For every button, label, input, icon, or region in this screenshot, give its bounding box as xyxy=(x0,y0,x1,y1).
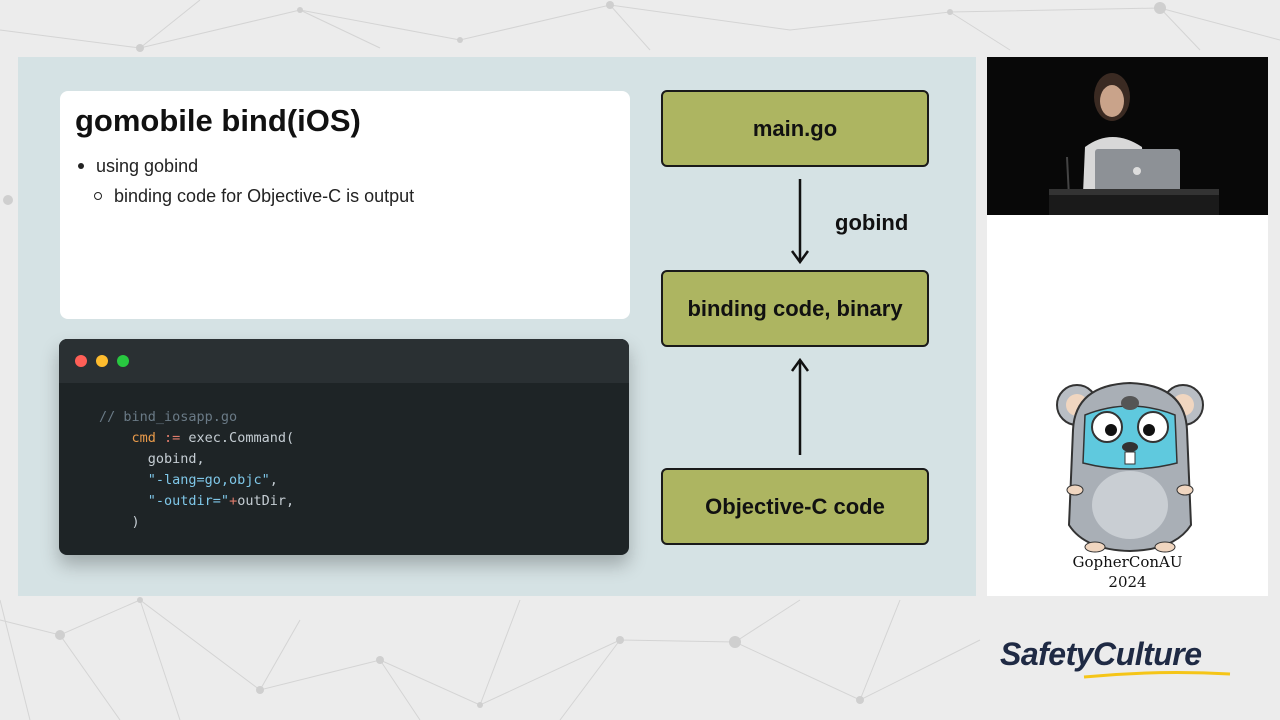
conference-panel: GopherConAU 2024 xyxy=(987,215,1268,596)
code-line: cmd := exec.Command( xyxy=(99,428,295,449)
code-token: ) xyxy=(99,514,140,530)
code-line: gobind, xyxy=(99,449,294,470)
slide-title: gomobile bind(iOS) xyxy=(75,103,361,138)
diagram-box-label: main.go xyxy=(752,115,838,141)
code-window-titlebar xyxy=(59,339,629,383)
bullet-item: using gobind xyxy=(78,151,414,181)
up-arrow-icon xyxy=(790,357,810,455)
edge-label-gobind: gobind xyxy=(835,210,909,235)
presentation-slide: gomobile bind(iOS) using gobind binding … xyxy=(18,57,976,596)
diagram-box-label: Objective-C code xyxy=(705,493,885,519)
brand-logo: SafetyCulture xyxy=(1000,636,1202,672)
gopher-mascot-icon xyxy=(1056,381,1204,553)
window-close-dot-icon xyxy=(75,355,87,367)
code-token xyxy=(99,493,148,509)
code-token: gobind, xyxy=(99,451,205,467)
bullet-list: using gobind binding code for Objective-… xyxy=(78,151,414,211)
diagram-box-binding-code: binding code, binary xyxy=(661,270,929,347)
code-token: := xyxy=(155,430,189,446)
code-line: "-lang=go,objc", xyxy=(99,470,294,491)
code-token xyxy=(99,472,148,488)
code-line: ) xyxy=(99,512,294,533)
code-token: "-lang=go,objc" xyxy=(147,472,270,488)
brand-underline-icon xyxy=(1083,671,1231,679)
code-token: exec.Command( xyxy=(188,430,295,446)
conference-year: 2024 xyxy=(1108,573,1147,591)
code-token: outDir, xyxy=(237,493,295,509)
down-arrow-icon xyxy=(790,179,810,265)
code-token: // bind_iosapp.go xyxy=(99,409,238,425)
code-token: cmd xyxy=(131,430,156,446)
code-token: "-outdir=" xyxy=(147,493,230,509)
speaker-video xyxy=(987,57,1268,215)
diagram-box-main-go: main.go xyxy=(661,90,929,167)
sub-bullet-item: binding code for Objective-C is output xyxy=(78,181,414,211)
code-line: // bind_iosapp.go xyxy=(99,407,294,428)
speaker-silhouette xyxy=(987,57,1268,215)
code-window: // bind_iosapp.go cmd := exec.Command( g… xyxy=(59,339,629,555)
code-token: , xyxy=(269,472,278,488)
window-minimize-dot-icon xyxy=(96,355,108,367)
sub-bullet-text: binding code for Objective-C is output xyxy=(114,185,415,206)
code-token xyxy=(99,430,132,446)
conference-name: GopherConAU xyxy=(1072,553,1183,571)
bullet-ring-icon xyxy=(94,192,102,200)
code-line: "-outdir="+outDir, xyxy=(99,491,294,512)
code-block: // bind_iosapp.go cmd := exec.Command( g… xyxy=(99,407,294,533)
window-zoom-dot-icon xyxy=(117,355,129,367)
diagram-box-label: binding code, binary xyxy=(687,295,903,321)
slide-text-card: gomobile bind(iOS) using gobind binding … xyxy=(60,91,630,319)
bullet-text: using gobind xyxy=(96,155,199,176)
code-token: + xyxy=(229,493,238,509)
diagram-box-objective-c: Objective-C code xyxy=(661,468,929,545)
bullet-dot-icon xyxy=(78,163,84,169)
